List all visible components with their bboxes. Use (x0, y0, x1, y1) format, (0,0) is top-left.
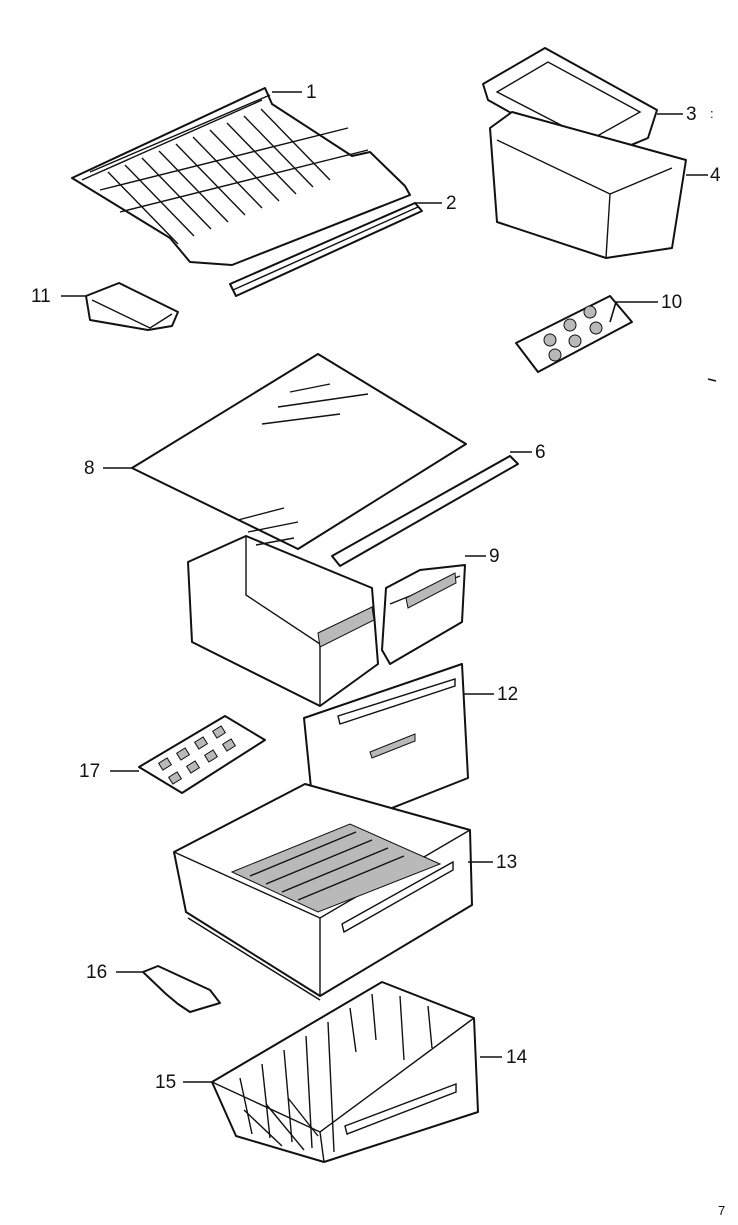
part-17-ice-tray (138, 715, 266, 794)
part-1-wire-shelf (71, 87, 411, 266)
callout-9: 9 (489, 546, 500, 567)
callout-17: 17 (79, 761, 100, 782)
callout-13: 13 (496, 852, 517, 873)
callout-3: 3 (686, 104, 697, 125)
part-16-divider (142, 965, 221, 1013)
part-9-crisper-drawers (187, 535, 466, 707)
callout-4: 4 (710, 165, 721, 186)
part-8-glass-shelf (131, 353, 467, 550)
part-6-shelf-trim (331, 455, 519, 567)
callout-12: 12 (497, 684, 518, 705)
part-11-small-bin (85, 282, 179, 331)
callout-2: 2 (446, 193, 457, 214)
part-13-freezer-drawer (173, 783, 473, 1001)
callout-1: 1 (306, 82, 317, 103)
part-2-shelf-trim (229, 202, 423, 297)
callout-15: 15 (155, 1072, 176, 1093)
part-10-egg-tray (515, 295, 633, 373)
stray-mark: : (710, 106, 714, 121)
callout-labels: 1 2 3 4 6 8 9 10 11 12 13 14 15 16 17 (31, 82, 721, 1093)
callout-10: 10 (661, 292, 682, 313)
callout-14: 14 (506, 1047, 528, 1068)
callout-leaders (61, 91, 708, 1083)
callout-8: 8 (84, 458, 95, 479)
stray-dash-mark (707, 378, 717, 382)
callout-6: 6 (535, 442, 546, 463)
corner-page-mark: 7 (718, 1203, 726, 1218)
part-14-basket (211, 981, 479, 1163)
part-4-storage-bin (489, 111, 687, 259)
callout-16: 16 (86, 962, 107, 983)
callout-11: 11 (31, 286, 51, 307)
